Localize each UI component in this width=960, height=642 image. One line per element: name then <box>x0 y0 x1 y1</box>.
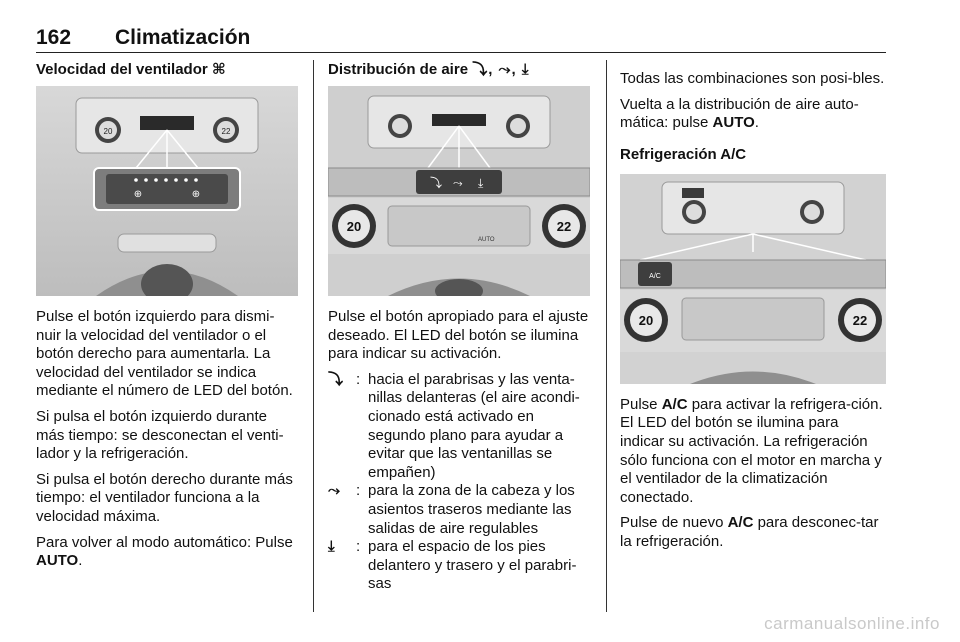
list-item: ⤳: para la zona de la cabeza y los asien… <box>328 482 575 537</box>
list-item: ⤵: hacia el parabrisas y las venta-nilla… <box>328 370 580 481</box>
svg-text:20: 20 <box>104 127 113 136</box>
svg-text:⤳: ⤳ <box>453 176 463 190</box>
dial-right-label: 22 <box>853 313 867 328</box>
air-distribution-illustration: ⤵ ⤳ ⤓ 20 22 AUTO <box>328 86 590 296</box>
svg-text:⤓: ⤓ <box>478 176 484 190</box>
section-heading-air-distribution: Distribución de aire ⤵, ⤳, ⤓ <box>328 61 530 78</box>
air-distribution-icons: ⤵, ⤳, ⤓ <box>472 61 530 78</box>
fan-speed-illustration: 20 22 ⊕ ⊕ <box>36 86 298 296</box>
column-divider <box>606 60 607 612</box>
dial-left-label: 20 <box>347 219 361 234</box>
page-title: Climatización <box>115 26 251 49</box>
column-air-distribution: Distribución de aire ⤵, ⤳, ⤓ ⤵ ⤳ ⤓ 20 22… <box>328 60 590 594</box>
paragraph: Si pulsa el botón derecho durante más ti… <box>36 470 293 525</box>
fan-icon: ⌘ <box>211 61 227 78</box>
paragraph: Pulse el botón izquierdo para dismi-nuir… <box>36 308 293 400</box>
column-fan-speed: Velocidad del ventilador ⌘ 20 22 <box>36 60 298 578</box>
paragraph: Pulse de nuevo A/C para desconec-tar la … <box>620 514 879 550</box>
paragraph: Pulse el botón apropiado para el ajuste … <box>328 308 589 363</box>
section-heading-ac: Refrigeración A/C <box>620 145 747 163</box>
svg-text:⊕: ⊕ <box>134 189 142 200</box>
paragraph: Para volver al modo automático: Pulse AU… <box>36 533 293 570</box>
ac-button-label: A/C <box>649 273 661 280</box>
column-divider <box>313 60 314 612</box>
svg-text:22: 22 <box>222 127 231 136</box>
head-vent-icon: ⤳ <box>328 482 341 500</box>
air-distribution-list: ⤵: hacia el parabrisas y las venta-nilla… <box>328 371 590 594</box>
paragraph: Pulse A/C para activar la refrigera-ción… <box>620 395 883 506</box>
list-item: ⤓: para el espacio de los pies delantero… <box>328 538 577 593</box>
watermark: carmanualsonline.info <box>764 614 940 633</box>
dial-right-label: 22 <box>557 219 571 234</box>
paragraph: Vuelta a la distribución de aire auto-má… <box>620 95 859 132</box>
dial-left-label: 20 <box>639 313 653 328</box>
ac-illustration: A/C 20 22 <box>620 173 886 384</box>
windscreen-icon: ⤵ <box>328 370 344 388</box>
section-heading-fan-speed: Velocidad del ventilador ⌘ <box>36 61 227 78</box>
svg-text:⤵: ⤵ <box>430 176 442 190</box>
auto-button-label: AUTO <box>478 237 495 243</box>
paragraph: Todas las combinaciones son posi-bles. <box>620 70 885 87</box>
page-header: 162 Climatización <box>36 22 886 53</box>
page-number: 162 <box>36 26 72 49</box>
svg-text:⊕: ⊕ <box>192 189 200 200</box>
paragraph: Si pulsa el botón izquierdo durante más … <box>36 407 284 463</box>
column-ac: Todas las combinaciones son posi-bles. V… <box>620 60 886 559</box>
footwell-icon: ⤓ <box>328 538 335 556</box>
